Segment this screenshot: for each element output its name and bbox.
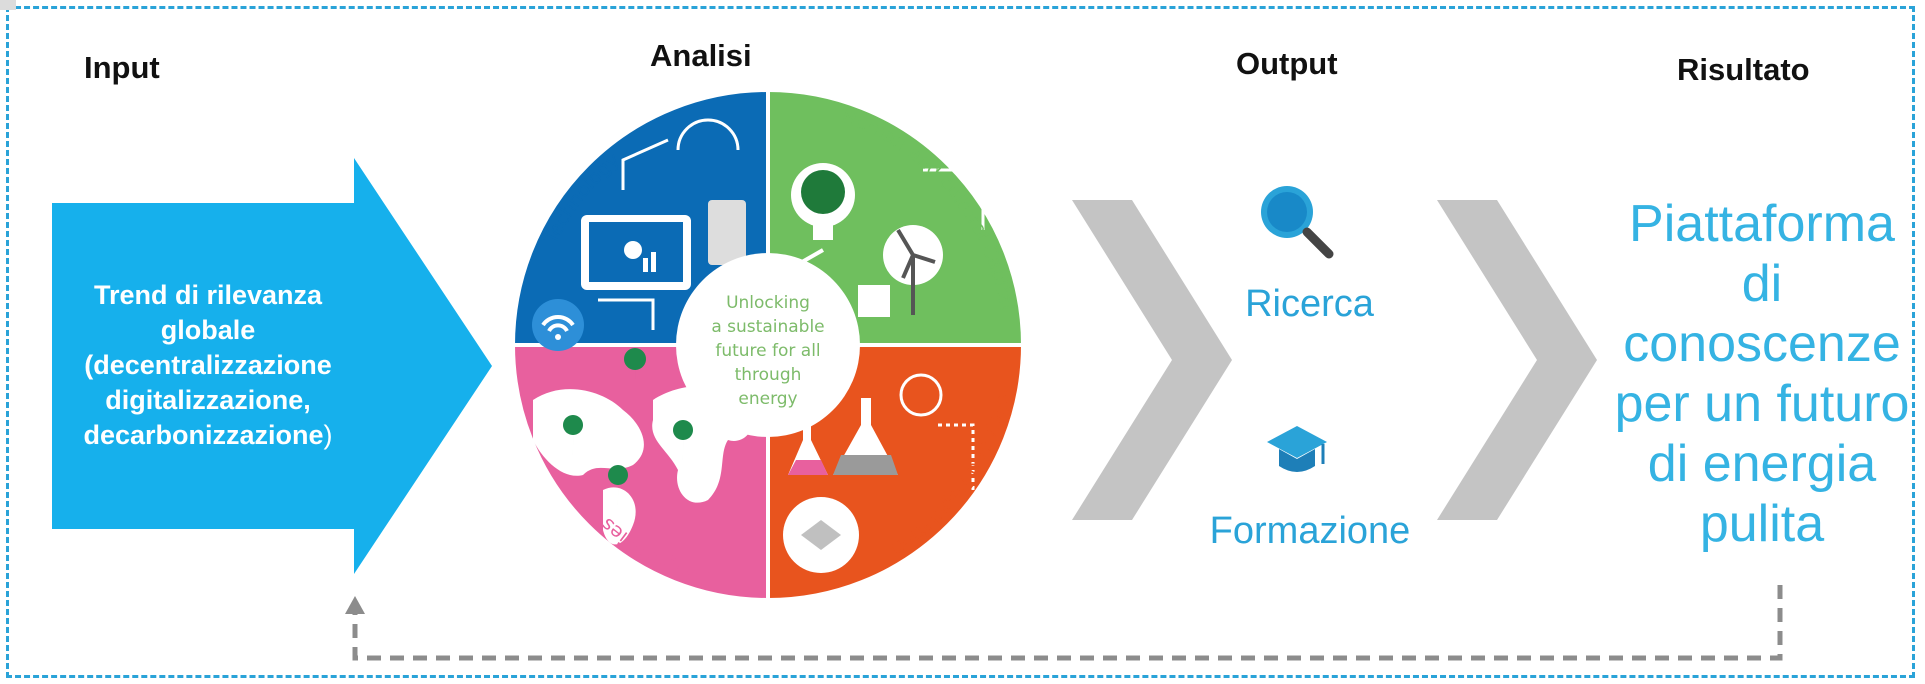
formazione-label: Formazione <box>1209 510 1411 552</box>
input-arrow <box>52 158 492 574</box>
input-line-2: globale <box>160 315 256 345</box>
result-line-3: conoscenze <box>1623 315 1901 373</box>
output-title: Output <box>1236 46 1338 81</box>
magnifier-icon <box>1261 186 1334 259</box>
tablet-icon <box>581 215 691 290</box>
result-text: Piattaforma di conoscenze per un futuro … <box>1606 194 1918 554</box>
result-line-1: Piattaforma <box>1629 195 1895 253</box>
analysis-wheel: Unlocking a sustainable future for all t… <box>511 88 1025 602</box>
input-line-5: decarbonizzazione <box>83 420 324 450</box>
result-line-5: di energia <box>1647 435 1877 493</box>
wind-turbine-icon <box>883 225 943 315</box>
wifi-icon <box>532 299 584 351</box>
lab-flask-icon <box>788 398 898 475</box>
input-line-1: Trend di rilevanza <box>93 280 323 310</box>
risultato-title: Risultato <box>1677 52 1810 87</box>
input-line-4: digitalizzazione, <box>105 385 311 415</box>
ricerca-label: Ricerca <box>1245 283 1374 325</box>
result-line-2: di <box>1741 255 1783 313</box>
corner-tab <box>0 0 16 10</box>
diagram-frame <box>6 6 1915 678</box>
head-icon <box>791 163 855 240</box>
location-pin-icons <box>563 348 694 505</box>
center-line-1: Unlocking <box>726 293 810 313</box>
input-line-3: (decentralizzazione <box>84 350 332 380</box>
result-line-6: pulita <box>1699 495 1825 553</box>
center-line-2: a sustainable <box>711 317 824 337</box>
graduation-cap-icon <box>1267 426 1327 472</box>
analisi-title: Analisi <box>650 38 752 73</box>
chevron-2 <box>1437 200 1597 520</box>
result-line-4: per un futuro <box>1614 375 1910 433</box>
center-line-3: future for all <box>715 341 820 361</box>
center-disc <box>676 253 860 437</box>
input-title: Input <box>84 50 160 85</box>
phone-icon <box>708 200 746 265</box>
chevron-1 <box>1072 200 1232 520</box>
center-line-5: energy <box>738 389 797 409</box>
solar-panel-icon <box>858 285 890 317</box>
input-text: Trend di rilevanza globale (decentralizz… <box>58 278 358 453</box>
input-line-5-tail: ) <box>323 420 333 450</box>
atom-icon <box>899 373 943 417</box>
handshake-icon <box>783 497 859 573</box>
center-line-4: through <box>735 365 802 385</box>
